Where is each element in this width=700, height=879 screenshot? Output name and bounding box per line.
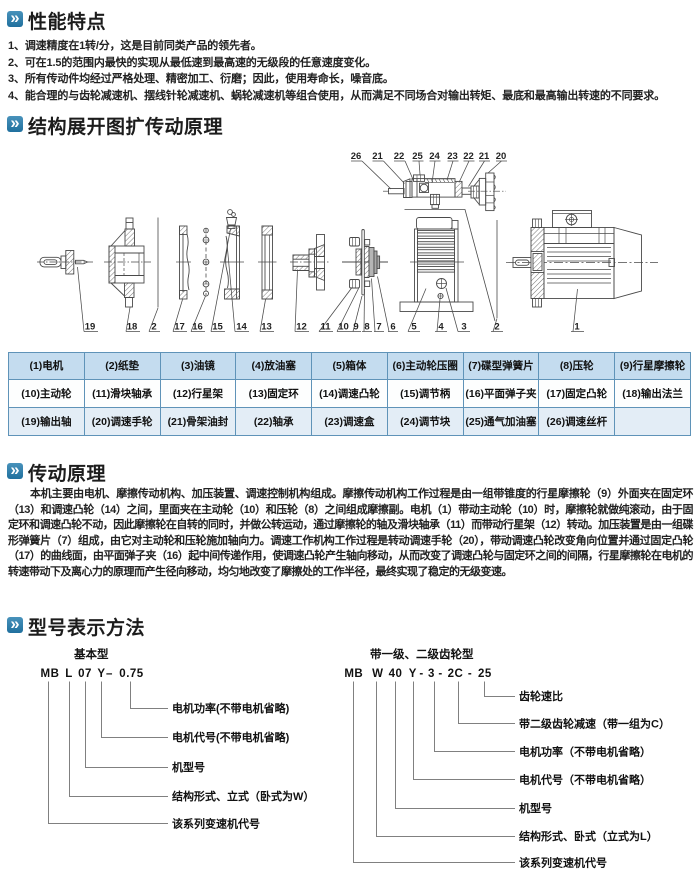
svg-text:24: 24 (429, 151, 440, 162)
svg-text:10: 10 (338, 322, 349, 333)
svg-text:结构形式、卧式（立式为L）: 结构形式、卧式（立式为L） (518, 829, 658, 843)
svg-text:电机代号(不带电机省略): 电机代号(不带电机省略) (172, 730, 290, 744)
svg-text:11: 11 (320, 322, 331, 333)
svg-text:6: 6 (390, 322, 395, 333)
svg-text:齿轮速比: 齿轮速比 (519, 689, 563, 703)
svg-text:21: 21 (479, 151, 490, 162)
svg-text:25: 25 (412, 151, 423, 162)
svg-text:L: L (65, 668, 73, 680)
svg-text:3: 3 (461, 322, 466, 333)
svg-text:14: 14 (236, 322, 247, 333)
svg-text:0.75: 0.75 (119, 668, 143, 680)
svg-text:MB: MB (41, 668, 60, 680)
svg-text:电机代号（不带电机省略）: 电机代号（不带电机省略） (519, 773, 651, 787)
svg-text:W: W (372, 668, 383, 680)
svg-text:2: 2 (494, 322, 499, 333)
svg-text:-: - (438, 668, 442, 680)
svg-text:Y: Y (409, 668, 417, 680)
svg-text:13: 13 (261, 322, 272, 333)
svg-text:23: 23 (447, 151, 458, 162)
svg-text:电机功率（不带电机省略）: 电机功率（不带电机省略） (519, 745, 651, 759)
svg-text:16: 16 (192, 322, 203, 333)
svg-text:21: 21 (372, 151, 383, 162)
svg-text:1: 1 (574, 322, 580, 333)
svg-text:结构形式、立式（卧式为W）: 结构形式、立式（卧式为W） (171, 789, 314, 803)
svg-text:25: 25 (478, 668, 492, 680)
svg-text:机型号: 机型号 (519, 801, 552, 815)
svg-text:该系列变速机代号: 该系列变速机代号 (519, 856, 607, 870)
svg-text:Y: Y (97, 668, 105, 680)
svg-text:2C: 2C (448, 668, 464, 680)
svg-text:15: 15 (212, 322, 223, 333)
svg-text:-: - (419, 668, 423, 680)
svg-text:17: 17 (174, 322, 185, 333)
svg-text:4: 4 (438, 322, 444, 333)
svg-text:MB: MB (344, 668, 363, 680)
svg-text:12: 12 (296, 322, 307, 333)
svg-text:07: 07 (78, 668, 92, 680)
svg-text:8: 8 (364, 322, 369, 333)
svg-text:26: 26 (351, 151, 362, 162)
svg-text:19: 19 (85, 322, 96, 333)
svg-text:机型号: 机型号 (172, 760, 205, 774)
svg-text:22: 22 (463, 151, 474, 162)
svg-text:18: 18 (127, 322, 138, 333)
svg-text:40: 40 (389, 668, 403, 680)
svg-text:3: 3 (428, 668, 435, 680)
svg-text:电机功率(不带电机省略): 电机功率(不带电机省略) (172, 701, 290, 715)
svg-text:2: 2 (151, 322, 156, 333)
svg-text:7: 7 (376, 322, 381, 333)
svg-text:–: – (106, 668, 113, 680)
svg-text:基本型: 基本型 (73, 647, 109, 661)
svg-text:该系列变速机代号: 该系列变速机代号 (172, 817, 260, 831)
svg-text:带一级、二级齿轮型: 带一级、二级齿轮型 (370, 647, 474, 661)
svg-text:5: 5 (411, 322, 417, 333)
svg-text:20: 20 (496, 151, 507, 162)
svg-text:9: 9 (353, 322, 358, 333)
svg-text:带二级齿轮减速（带一组为C）: 带二级齿轮减速（带一组为C） (519, 717, 670, 731)
svg-text:22: 22 (394, 151, 405, 162)
svg-text:-: - (468, 668, 472, 680)
